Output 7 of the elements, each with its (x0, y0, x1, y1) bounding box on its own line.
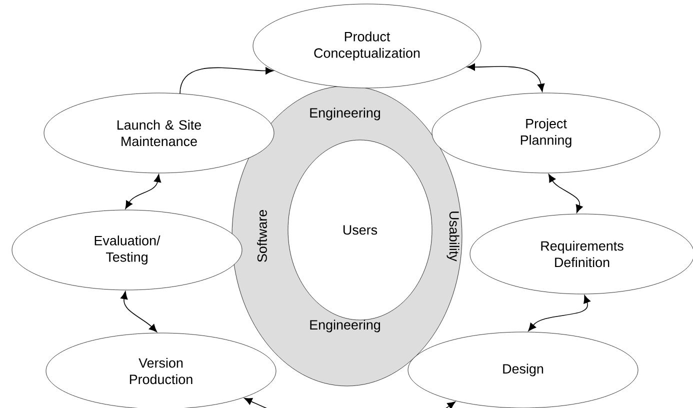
arrow (125, 174, 162, 209)
arrow (548, 174, 583, 213)
arrow (120, 291, 158, 332)
arrow (180, 67, 274, 94)
arrow (528, 295, 590, 332)
arrow (244, 398, 456, 408)
arrow (467, 63, 545, 92)
